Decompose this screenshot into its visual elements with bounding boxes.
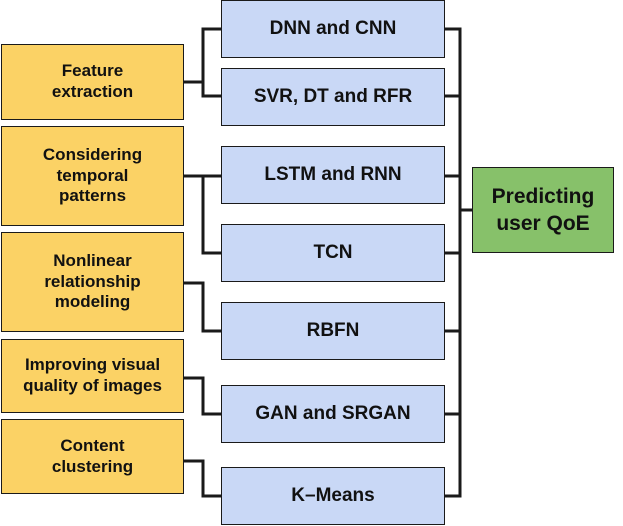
connector-methods-to-goal [445,27,472,498]
method-k-means: K–Means [221,467,445,525]
purpose-temporal-patterns: Considering temporal patterns [1,126,184,226]
purpose-label: Content clustering [51,435,134,476]
goal-predicting-user-qoe: Predicting user QoE [472,167,614,253]
method-dnn-cnn: DNN and CNN [221,0,445,58]
purpose-visual-quality: Improving visual quality of images [1,339,184,413]
method-label: DNN and CNN [269,18,397,40]
method-label: RBFN [306,320,360,342]
method-label: K–Means [291,485,375,507]
purpose-content-clustering: Content clustering [1,419,184,494]
connector-feature-extraction [184,27,221,98]
method-gan-srgan: GAN and SRGAN [221,385,445,443]
connector-content-clustering [184,459,221,498]
connector-temporal-patterns [184,174,221,255]
purpose-nonlinear-modeling: Nonlinear relationship modeling [1,232,184,332]
purpose-label: Considering temporal patterns [42,144,143,206]
method-svr-dt-rfr: SVR, DT and RFR [221,68,445,126]
purpose-label: Improving visual quality of images [23,355,162,395]
goal-label: Predicting user QoE [491,184,595,235]
purpose-feature-extraction: Feature extraction [1,44,184,120]
connector-nonlinear-modeling [184,281,221,333]
method-label: GAN and SRGAN [255,403,411,425]
method-label: SVR, DT and RFR [253,86,413,108]
connector-visual-quality [184,376,221,416]
purpose-label: Feature extraction [51,61,134,101]
method-tcn: TCN [221,224,445,282]
purpose-label: Nonlinear relationship modeling [44,250,141,312]
method-lstm-rnn: LSTM and RNN [221,146,445,204]
method-label: TCN [313,242,353,264]
method-label: LSTM and RNN [264,164,402,186]
method-rbfn: RBFN [221,302,445,360]
